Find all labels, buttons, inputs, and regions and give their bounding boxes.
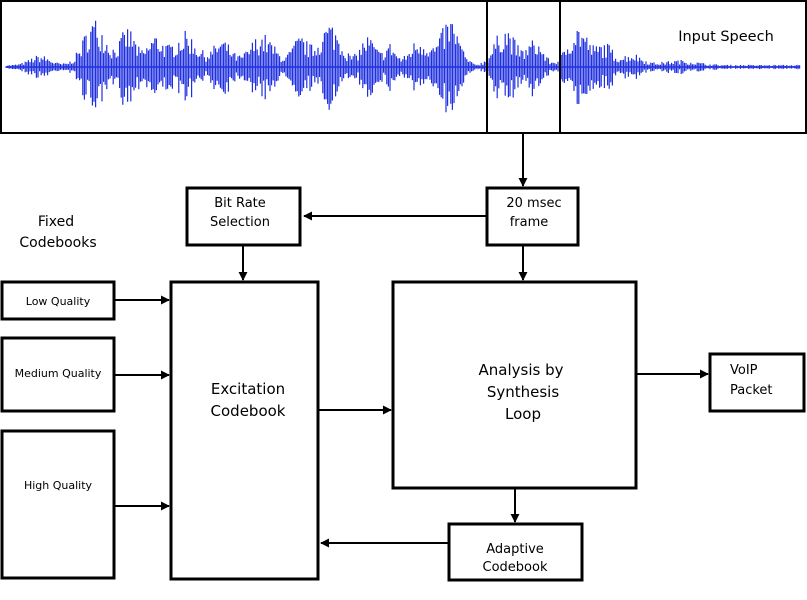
voip-line-2: Packet (730, 383, 773, 398)
medium-quality-label: Medium Quality (15, 367, 102, 380)
analysis-line-3: Loop (505, 405, 541, 423)
excitation-line-1: Excitation (211, 380, 285, 398)
analysis-line-1: Analysis by (479, 361, 564, 379)
high-quality-block: High Quality (0, 429, 116, 580)
excitation-line-2: Codebook (211, 402, 286, 420)
adaptive-line-2: Codebook (483, 560, 548, 575)
frame-line-1: 20 msec (506, 196, 561, 211)
analysis-line-2: Synthesis (487, 383, 560, 401)
bit-rate-line-1: Bit Rate (214, 196, 266, 211)
analysis-synthesis-block: Analysis by Synthesis Loop (391, 280, 638, 490)
speech-waveform (5, 20, 801, 113)
input-speech-panel: Input Speech (0, 0, 807, 134)
fixed-title-line-2: Codebooks (19, 235, 96, 251)
bit-rate-line-2: Selection (210, 215, 270, 230)
frame-line-2: frame (510, 215, 549, 230)
voip-line-1: VoIP (730, 363, 758, 378)
fixed-codebooks-title: Fixed Codebooks (19, 214, 96, 251)
low-quality-label: Low Quality (26, 295, 91, 308)
voip-packet-block: VoIP Packet (708, 352, 806, 413)
low-quality-block: Low Quality (0, 280, 116, 321)
adaptive-codebook-block: Adaptive Codebook (447, 522, 584, 582)
high-quality-label: High Quality (24, 479, 93, 492)
medium-quality-block: Medium Quality (0, 336, 116, 413)
excitation-codebook-block: Excitation Codebook (169, 280, 320, 581)
fixed-title-line-1: Fixed (38, 214, 74, 230)
bit-rate-selection-block: Bit Rate Selection (185, 186, 302, 247)
frame-block: 20 msec frame (485, 186, 580, 247)
adaptive-line-1: Adaptive (486, 542, 544, 557)
input-speech-label: Input Speech (678, 29, 774, 45)
